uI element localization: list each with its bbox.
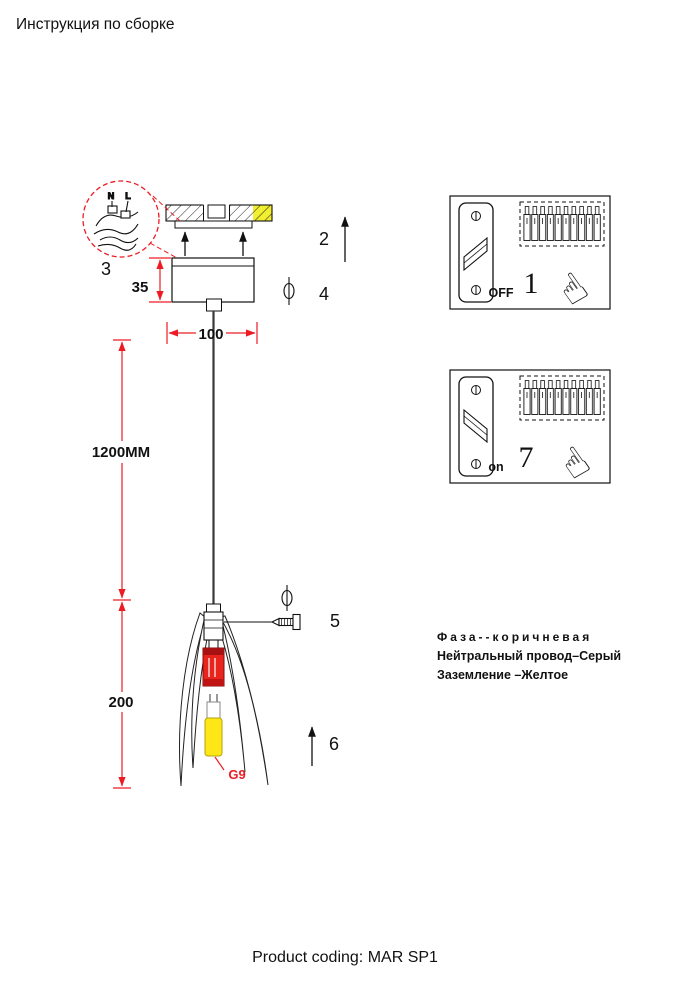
breaker-panel-icon [519,201,605,247]
detail-circle [82,180,160,258]
shade-petal [215,617,246,773]
step-5: 5 [224,585,340,631]
wire-color-legend: Фаза--коричневая Нейтральный провод–Серы… [437,628,621,685]
wire-terminal-icon [120,210,131,219]
step-5-label: 5 [330,611,340,631]
bulb-type-label: G9 [228,767,245,782]
switch-state-label: OFF [489,286,514,300]
cable-grip [206,298,222,312]
g9-bulb [204,717,223,757]
dimension-canopy-width: 100 [166,322,258,344]
lamp-holder [203,611,224,641]
step-6: 6 [308,726,339,766]
step-2: 2 [319,216,349,262]
wiring-detail: N L 3 [82,180,181,279]
product-coding: Product coding: MAR SP1 [252,949,438,966]
wire-terminal-icon [107,205,118,214]
dim-1200-label: 1200MM [92,444,150,461]
dim-200-label: 200 [108,694,133,711]
dim-35-label: 35 [132,279,149,296]
canopy [171,257,255,312]
screw-side-icon [270,613,301,631]
breaker-panel-icon [519,375,605,421]
wire-icon [93,223,139,235]
wire-n-label: N [108,191,115,201]
mounting-box [207,204,226,219]
mounting-plate [174,220,253,229]
panel-step-7: on 7 ☝ [449,369,611,489]
panel-step-1: OFF 1 ☝ [449,195,611,315]
dimension-canopy-height: 35 [132,257,171,303]
page-title: Инструкция по сборке [16,16,175,33]
shade-petal [179,612,207,787]
shade-petal [219,615,269,786]
step-4-label: 4 [319,284,329,304]
ground-wire-label: Заземление –Желтое [437,668,569,682]
step-3-label: 3 [101,259,111,279]
step-2-label: 2 [319,229,329,249]
step-6-label: 6 [329,734,339,754]
panel-step-number: 7 [519,441,534,474]
panel-step-number: 1 [524,267,539,300]
ceiling-section [165,204,273,256]
wire-icon [99,236,139,244]
rocker-switch-off-icon [458,202,494,303]
dimension-cable-length: 1200MM [92,339,150,601]
glass-shade [179,612,269,787]
phase-wire-label: Фаза--коричневая [437,630,593,644]
lamp-assembly: G9 [202,603,246,782]
wire-l-label: L [125,191,131,201]
neutral-wire-label: Нейтральный провод–Серый [437,649,622,663]
step-4: 4 [283,277,329,305]
wire-icon [95,211,139,227]
rocker-switch-on-icon [458,376,494,477]
dimension-shade-height: 200 [108,601,134,789]
switch-state-label: on [488,460,503,474]
dim-100-label: 100 [198,326,223,343]
